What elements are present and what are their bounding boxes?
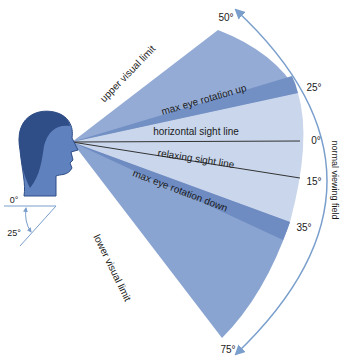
horizontal-sight-line	[72, 141, 300, 142]
viewing-field-arc	[236, 10, 327, 354]
arc-label: normal viewing field	[330, 140, 339, 219]
eye-rotation-up-band	[72, 76, 298, 142]
head-silhouette	[19, 111, 78, 196]
angle-value: 0°	[10, 196, 19, 205]
relaxing-sight-line	[72, 142, 300, 178]
wedge-label: lower visual limit	[92, 233, 133, 303]
angle-value: 25°	[7, 229, 21, 238]
angle-value: 50°	[218, 13, 233, 23]
angle-value: 15°	[306, 177, 321, 187]
eye-rotation-down-band	[72, 142, 290, 240]
tilt-arc	[26, 208, 31, 232]
angle-value: 25°	[306, 83, 321, 93]
hair	[19, 111, 70, 188]
tilt-reference-line	[4, 206, 56, 207]
upper-wedge	[72, 30, 298, 142]
angle-value: 75°	[220, 345, 235, 355]
angle-value: 35°	[296, 223, 311, 233]
angle-value: 0°	[311, 136, 321, 146]
tilt-line	[20, 206, 56, 246]
line-label: horizontal sight line	[153, 127, 239, 137]
